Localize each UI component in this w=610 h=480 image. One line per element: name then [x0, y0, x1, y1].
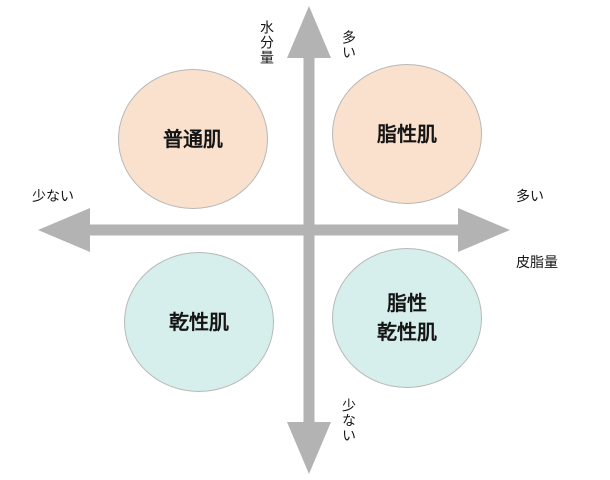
x-axis-high-label: 多い [516, 189, 544, 205]
y-axis-high-label: 多い [340, 30, 356, 60]
quadrant-oily-dry-skin: 脂性 乾性肌 [332, 248, 482, 388]
quadrant-oily-dry-skin-label-line2: 乾性肌 [377, 320, 437, 344]
x-axis-arrow-left [38, 208, 90, 252]
quadrant-dry-skin-label: 乾性肌 [169, 309, 229, 334]
quadrant-oily-skin: 脂性肌 [332, 64, 482, 204]
quadrant-oily-dry-skin-label-line1: 脂性 [387, 291, 427, 315]
quadrant-normal-skin: 普通肌 [118, 69, 268, 209]
quadrant-normal-skin-label: 普通肌 [163, 126, 223, 151]
x-axis-title: 皮脂量 [516, 255, 558, 271]
y-axis-arrow-bottom [287, 422, 331, 474]
x-axis-low-label: 少ない [32, 189, 74, 205]
y-axis-arrow-top [287, 6, 331, 58]
y-axis-low-label: 少ない [340, 398, 356, 443]
y-axis-title: 水分量 [258, 20, 274, 65]
quadrant-dry-skin: 乾性肌 [124, 252, 274, 392]
quadrant-oily-skin-label: 脂性肌 [377, 121, 437, 146]
x-axis-arrow-right [458, 208, 510, 252]
